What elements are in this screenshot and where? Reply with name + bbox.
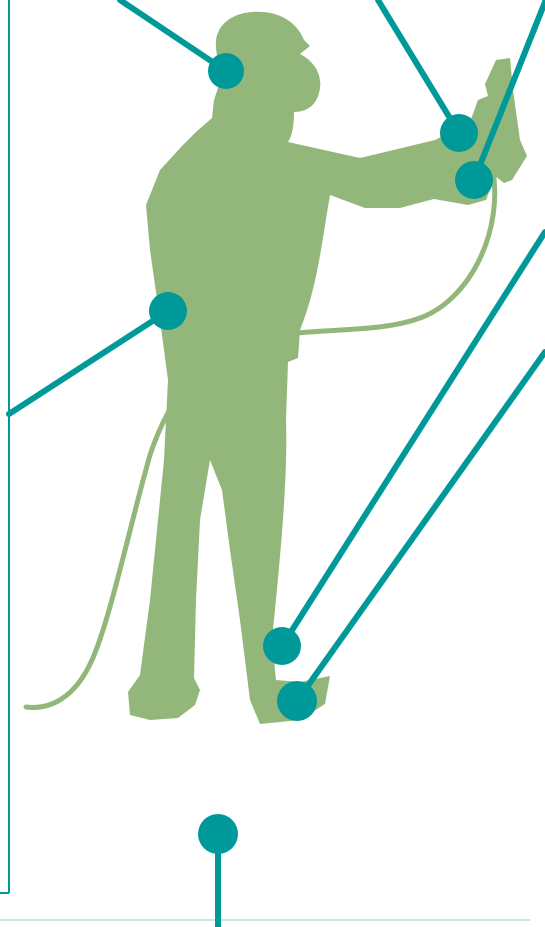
callout-head-marker [208, 53, 244, 89]
callout-spray-gun-nozzle [378, 0, 478, 152]
callout-spray-gun-grip-marker [455, 161, 493, 199]
callout-spray-gun-nozzle-marker [440, 114, 478, 152]
callout-torso-marker [149, 292, 187, 330]
callout-right-shoe-marker [277, 681, 317, 721]
callout-bottom [198, 814, 238, 927]
callout-right-shoe [277, 352, 545, 721]
callout-bottom-marker [198, 814, 238, 854]
left-frame-bracket [0, 0, 9, 893]
callout-torso [9, 292, 187, 414]
callout-left-shoe-marker [263, 627, 301, 665]
